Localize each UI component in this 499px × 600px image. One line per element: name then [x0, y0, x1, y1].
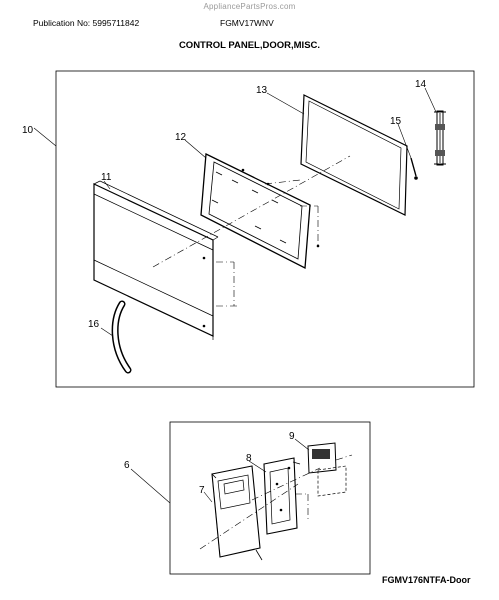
- callout-12: 12: [175, 132, 187, 143]
- callout-9: 9: [289, 431, 295, 442]
- callout-11: 11: [101, 172, 112, 183]
- watermark: AppliancePartsPros.com: [203, 2, 296, 11]
- callout-14: 14: [415, 79, 427, 90]
- part-9-control-board[interactable]: [307, 442, 347, 497]
- callout-8: 8: [246, 453, 252, 464]
- assembly-alignment-lines: [152, 155, 351, 307]
- model-number: FGMV17WNV: [220, 18, 274, 28]
- part-11-door-outer-panel[interactable]: [93, 180, 219, 340]
- part-7-control-panel[interactable]: [211, 465, 263, 561]
- section-title: CONTROL PANEL,DOOR,MISC.: [178, 40, 321, 51]
- leader-lines-upper: [33, 87, 437, 337]
- callout-16: 16: [88, 319, 100, 330]
- part-14-latch-bracket[interactable]: [434, 110, 446, 166]
- assembly-alignment-lines-lower: [199, 454, 353, 550]
- callout-10: 10: [22, 125, 34, 136]
- part-13-door-frame[interactable]: [300, 94, 408, 216]
- part-15-screw[interactable]: [410, 157, 418, 180]
- callout-15: 15: [390, 116, 402, 127]
- leader-lines-lower: [130, 438, 310, 504]
- callout-6: 6: [124, 460, 130, 471]
- part-16-door-handle[interactable]: [111, 300, 132, 374]
- diagram-code: FGMV176NTFA-Door: [382, 575, 471, 585]
- part-12-door-inner-panel[interactable]: [200, 152, 320, 270]
- control-panel-assembly-frame: [169, 421, 371, 575]
- publication-number: Publication No: 5995711842: [33, 18, 140, 28]
- callout-13: 13: [256, 85, 268, 96]
- door-assembly-frame: [55, 70, 475, 388]
- part-8-control-bracket[interactable]: [263, 457, 301, 535]
- callout-7: 7: [199, 485, 205, 496]
